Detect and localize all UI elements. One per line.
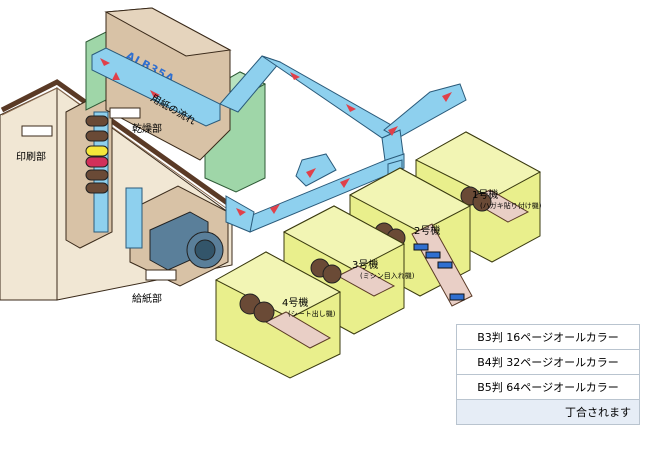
printing-unit (65, 95, 113, 249)
machine-4-label: 4号機 (282, 296, 308, 309)
spec-cell: B5判 64ページオールカラー (456, 374, 640, 400)
drying-tag (109, 107, 141, 119)
machine-2-label: 2号機 (414, 224, 440, 237)
spec-cell: B3判 16ページオールカラー (456, 324, 640, 350)
machine-1-note: (ハガキ貼り付け機) (480, 201, 542, 210)
machine-4 (214, 251, 342, 379)
drying-label: 乾燥部 (132, 122, 162, 135)
spec-row: B4判 32ページオールカラー (456, 349, 640, 375)
feeding-unit (125, 185, 229, 287)
printing-tag (21, 125, 53, 137)
machine-4-note: (シート出し機) (288, 309, 336, 318)
feeding-tag (145, 269, 177, 281)
machine-1-label: 1号機 (472, 188, 498, 201)
machine-3-label: 3号機 (352, 258, 378, 271)
spec-cell: B4判 32ページオールカラー (456, 349, 640, 375)
printing-label: 印刷部 (16, 150, 46, 163)
feeding-label: 給紙部 (132, 292, 162, 305)
spec-row: B3判 16ページオールカラー (456, 324, 640, 350)
spec-table: B3判 16ページオールカラー B4判 32ページオールカラー B5判 64ペー… (456, 324, 640, 425)
spec-note-row: 丁合されます (456, 399, 640, 425)
spec-row: B5判 64ページオールカラー (456, 374, 640, 400)
spec-note: 丁合されます (456, 399, 640, 425)
machine-3-note: (ミシン目入れ機) (360, 271, 415, 280)
